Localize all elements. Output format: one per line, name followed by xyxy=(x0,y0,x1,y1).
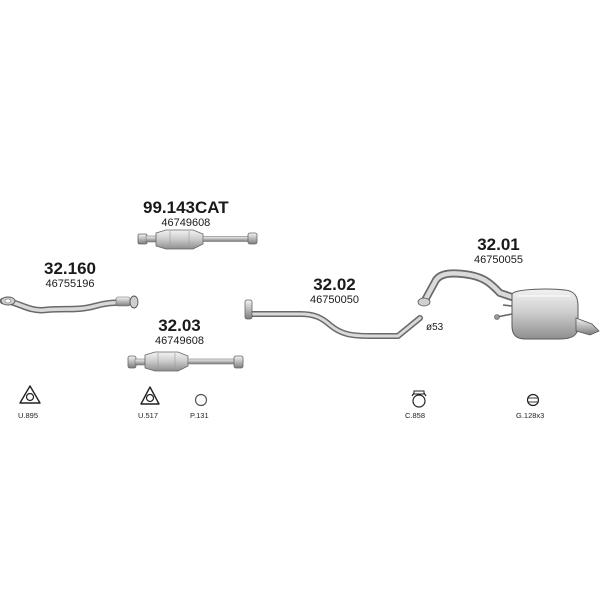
rear-silencer-32-01[interactable] xyxy=(417,269,600,340)
clamp-u517-icon xyxy=(140,386,160,405)
front-pipe-32-160[interactable] xyxy=(0,295,139,314)
part-ref: 46749608 xyxy=(161,217,211,229)
part-code: 32.02 xyxy=(313,275,356,294)
accessory-label-c858: C.858 xyxy=(405,411,426,420)
diameter-label: ø53 xyxy=(426,322,444,333)
accessory-label-u895: U.895 xyxy=(18,411,39,420)
catalytic-converter-99-143cat[interactable] xyxy=(137,229,258,250)
clamp-c858-icon xyxy=(411,390,427,408)
part-label-32-160: 32.160 46755196 xyxy=(44,259,96,291)
part-ref: 46750050 xyxy=(310,294,359,306)
part-ref: 46749608 xyxy=(155,335,204,347)
part-code: 32.01 xyxy=(477,235,520,254)
part-label-32-01: 32.01 46750055 xyxy=(474,235,523,267)
clamp-u895-icon xyxy=(19,385,41,404)
catalytic-converter-32-03[interactable] xyxy=(127,351,244,372)
part-ref: 46755196 xyxy=(45,278,95,290)
accessory-label-p131: P.131 xyxy=(190,411,209,420)
part-code: 32.160 xyxy=(44,259,96,278)
ring-p131-icon xyxy=(194,393,208,407)
part-ref: 46750055 xyxy=(474,254,523,266)
part-code: 99.143CAT xyxy=(143,198,229,217)
intermediate-pipe-32-02[interactable] xyxy=(244,299,423,339)
part-code: 32.03 xyxy=(158,316,201,335)
accessory-label-g128x3: G.128x3 xyxy=(516,411,545,420)
rubber-hanger-g128-icon xyxy=(526,393,540,407)
part-label-32-02: 32.02 46750050 xyxy=(310,275,359,307)
part-label-32-03: 32.03 46749608 xyxy=(155,316,204,348)
accessory-label-u517: U.517 xyxy=(138,411,159,420)
part-label-99-143cat: 99.143CAT 46749608 xyxy=(143,198,229,230)
